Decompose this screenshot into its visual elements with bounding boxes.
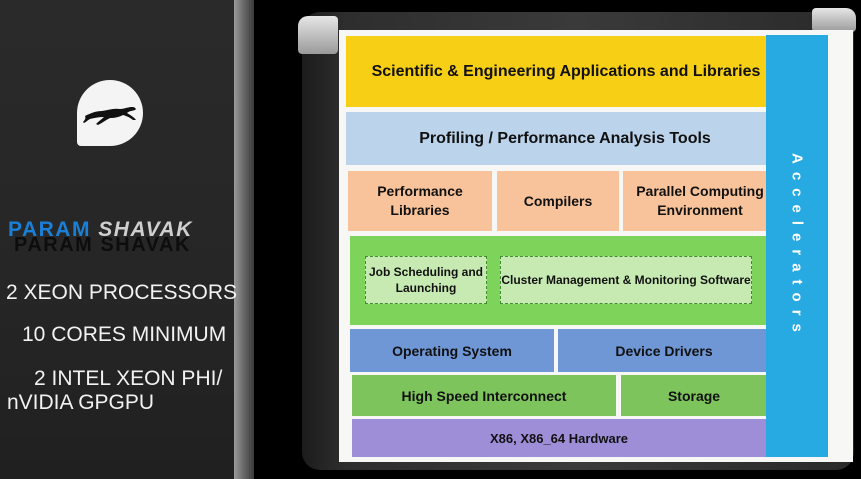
spec-accelerators: 2 INTEL XEON PHI/ nVIDIA GPGPU <box>7 367 223 415</box>
hardware-layer: X86, X86_64 Hardware <box>352 419 766 457</box>
brand-wordmark: PARAM SHAVAK <box>8 218 193 242</box>
spec-cores: 10 CORES MINIMUM <box>22 323 227 346</box>
operating-system-block: Operating System <box>350 329 554 372</box>
job-scheduling-block: Job Scheduling and Launching <box>365 256 487 304</box>
brand-shadow: PARAM SHAVAK <box>14 234 191 256</box>
performance-libraries-block: Performance Libraries <box>348 171 492 231</box>
compilers-block: Compilers <box>497 171 619 231</box>
chassis-corner-top-right <box>812 8 856 32</box>
brand-param: PARAM <box>8 218 91 241</box>
logo-badge <box>77 80 143 146</box>
profiling-layer: Profiling / Performance Analysis Tools <box>346 112 784 165</box>
applications-layer: Scientific & Engineering Applications an… <box>346 36 786 107</box>
device-drivers-block: Device Drivers <box>558 329 770 372</box>
spec-accelerators-line2: nVIDIA GPGPU <box>7 391 155 414</box>
panel-divider <box>234 0 254 479</box>
storage-block: Storage <box>621 375 767 416</box>
spec-processors: 2 XEON PROCESSORS <box>6 281 238 304</box>
spec-accelerators-line1: 2 INTEL XEON PHI/ <box>34 367 223 390</box>
left-info-panel <box>0 0 234 479</box>
parallel-computing-block: Parallel Computing Environment <box>623 171 777 231</box>
interconnect-block: High Speed Interconnect <box>352 375 616 416</box>
brand-shavak: SHAVAK <box>98 218 193 241</box>
chassis-corner-top-left <box>298 16 338 54</box>
cluster-management-block: Cluster Management & Monitoring Software <box>500 256 752 304</box>
accelerators-label: Accelerators <box>788 152 806 340</box>
running-cheetah-icon <box>83 107 136 125</box>
accelerators-column: Accelerators <box>766 35 828 457</box>
